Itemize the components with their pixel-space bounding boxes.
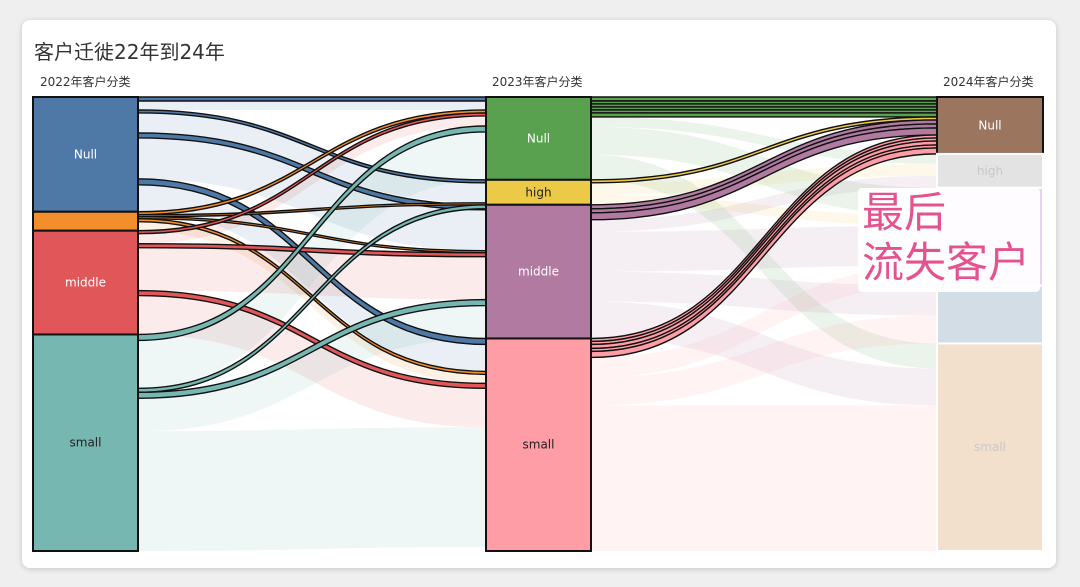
sankey-node-label-a-small: small — [70, 436, 102, 450]
annotation-box: 最后 流失客户 — [858, 188, 1040, 292]
sankey-node-b-small — [485, 337, 592, 553]
chart-title: 客户迁徙22年到24年 — [34, 40, 225, 64]
sankey-link-33 — [591, 154, 937, 369]
sankey-node-label-b-null: Null — [527, 131, 550, 145]
annotation-line-2: 流失客户 — [862, 238, 1031, 287]
sankey-node-label-a-middle: middle — [65, 276, 106, 290]
sankey-link-42 — [591, 271, 937, 316]
sankey-node-label-b-high: high — [525, 185, 551, 199]
annotation-line-1: 最后 — [862, 188, 947, 237]
sankey-link-31 — [591, 116, 937, 164]
sankey-link-14 — [138, 115, 486, 244]
column-label-2024: 2024年客户分类 — [943, 75, 1034, 89]
sankey-link-49 — [591, 265, 937, 378]
sankey-node-b-middle — [485, 203, 592, 340]
sankey-link-5 — [138, 137, 486, 251]
sankey-link-24 — [138, 427, 486, 551]
sankey-link-23 — [138, 305, 486, 432]
sankey-link-30 — [590, 112, 938, 118]
sankey-link-3 — [138, 112, 486, 203]
sankey-link-50 — [591, 315, 937, 406]
sankey-link-0 — [137, 96, 487, 102]
sankey-node-label-c-small: small — [974, 440, 1006, 454]
sankey-node-label-b-middle: middle — [518, 265, 559, 279]
sankey-links-highlighted — [137, 96, 938, 400]
sankey-link-40 — [591, 175, 937, 232]
sankey-node-a-high — [32, 210, 139, 232]
column-label-2023: 2023年客户分类 — [492, 75, 583, 89]
sankey-node-a-small — [32, 333, 139, 552]
sankey-node-c-c4 — [936, 284, 1044, 345]
sankey-link-16 — [138, 247, 486, 300]
sankey-node-a-middle — [32, 229, 139, 336]
sankey-link-18 — [138, 295, 486, 428]
sankey-node-label-a-null: Null — [74, 147, 97, 161]
sankey-link-51 — [591, 405, 937, 551]
sankey-node-c-small — [936, 342, 1044, 553]
sankey-node-label-c-null: Null — [978, 118, 1001, 132]
sankey-link-1 — [138, 100, 486, 110]
sankey-link-12 — [138, 221, 486, 384]
sankey-node-label-b-small: small — [523, 438, 555, 452]
sankey-node-b-high — [485, 178, 592, 206]
sankey-node-label-c-high: high — [977, 164, 1003, 178]
sankey-link-7 — [138, 184, 486, 372]
column-label-2022: 2022年客户分类 — [40, 75, 131, 89]
